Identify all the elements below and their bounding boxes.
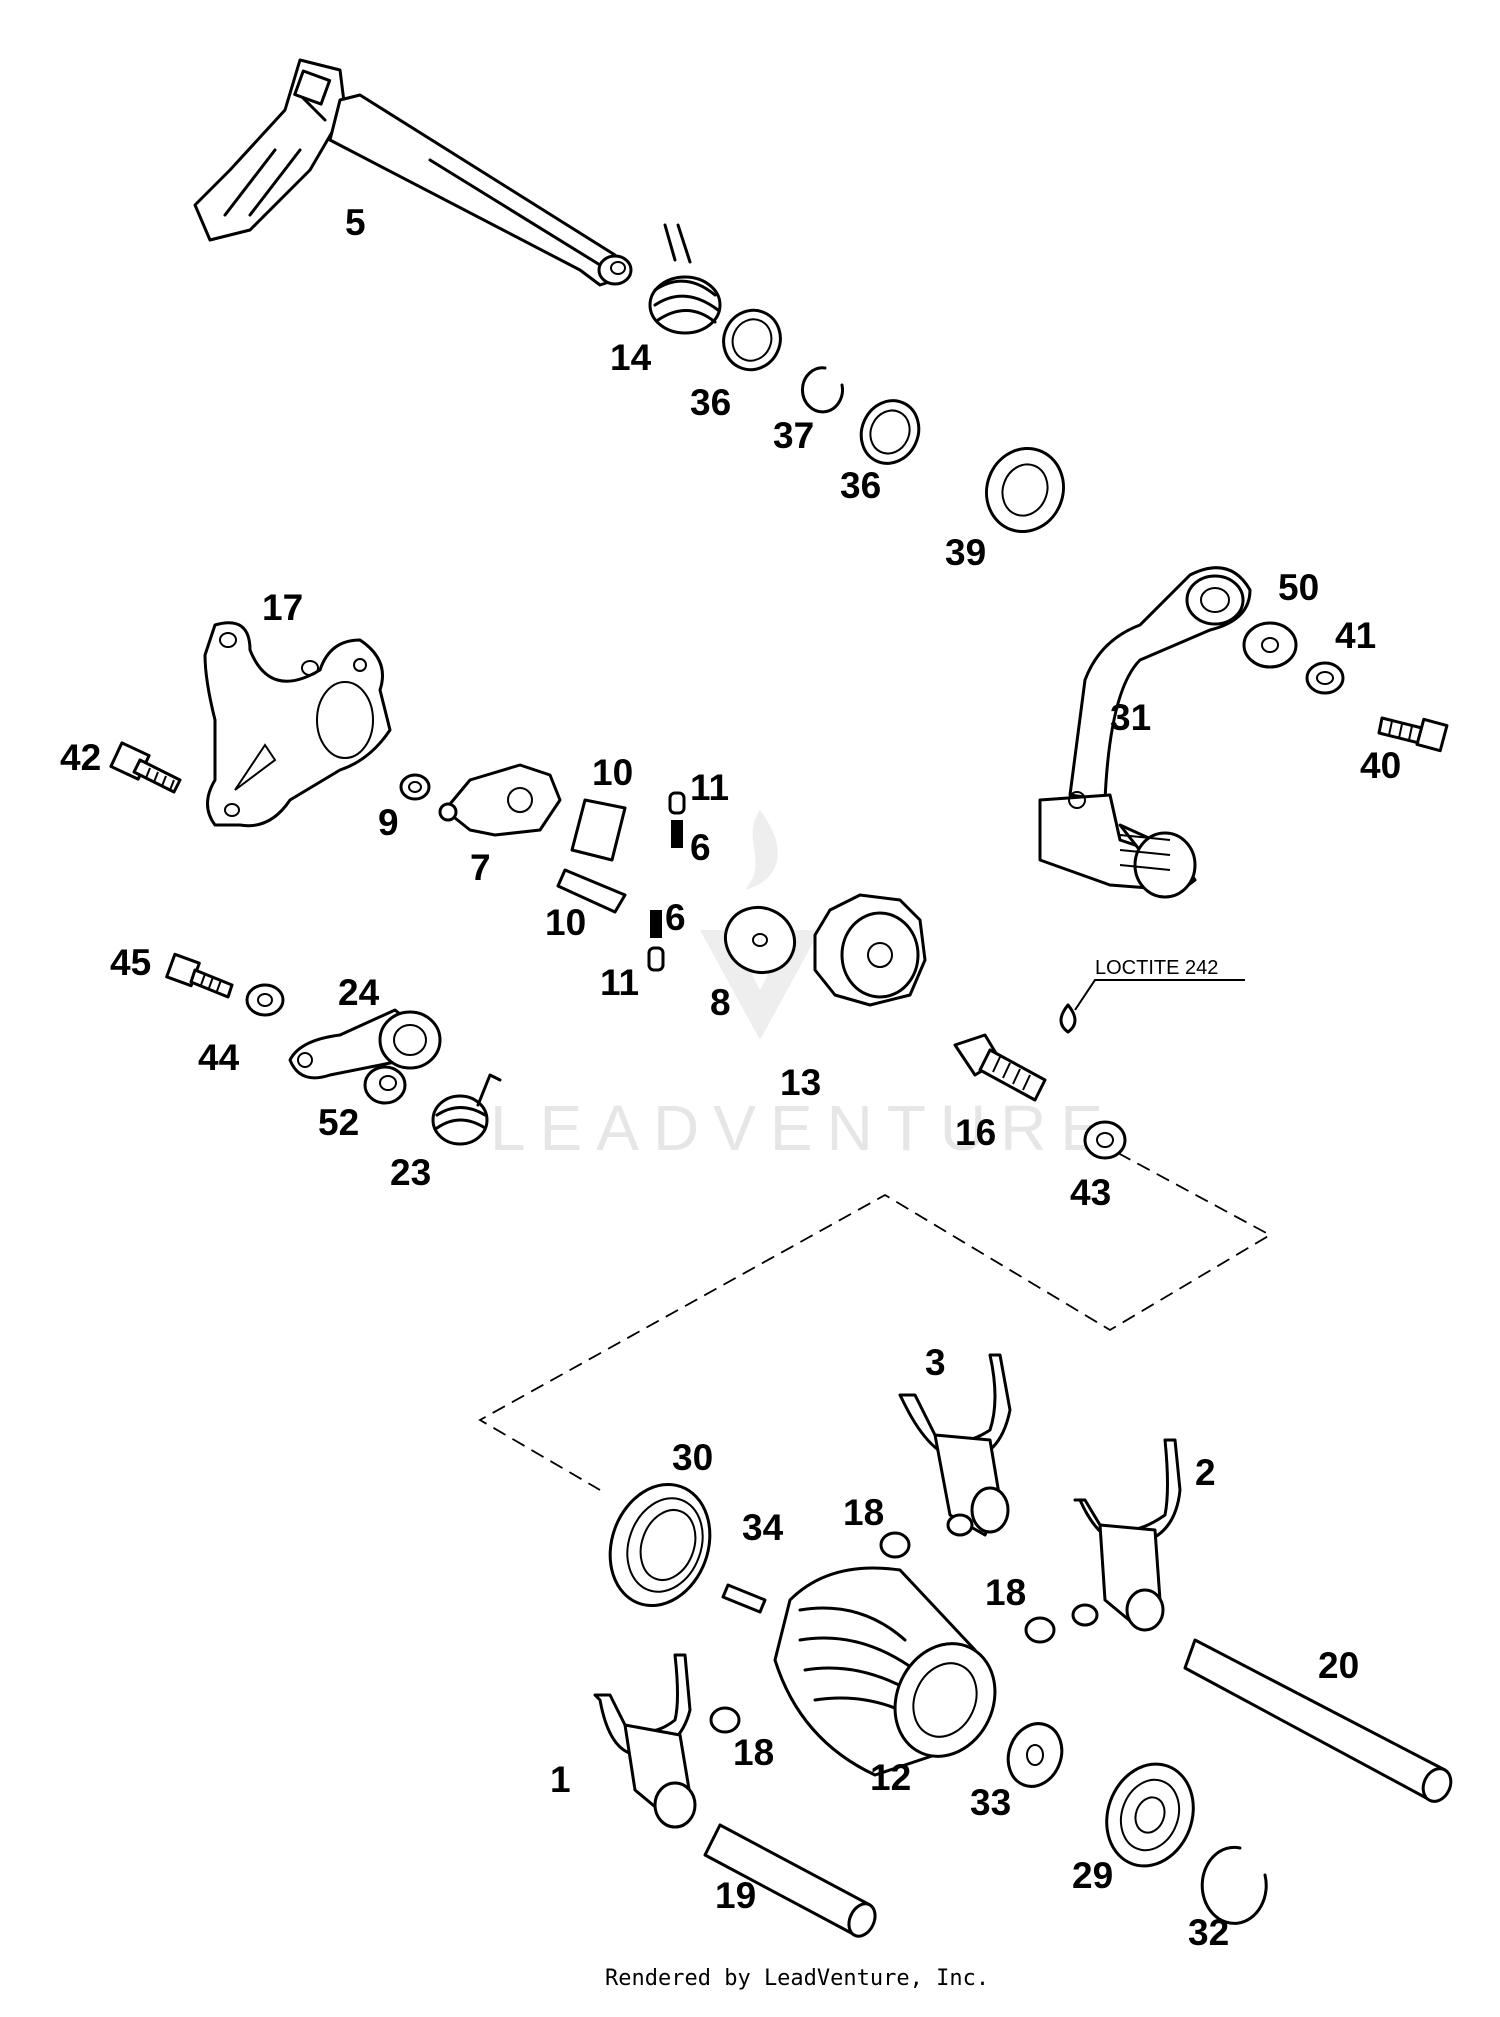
callout-43: 43 (1070, 1172, 1111, 1213)
callout-23: 23 (390, 1152, 431, 1193)
part-20-fork-shaft (1183, 1638, 1453, 1803)
callout-9: 9 (378, 802, 399, 843)
part-8-washer (724, 905, 796, 975)
callout-6b: 6 (665, 897, 686, 938)
callout-2: 2 (1195, 1452, 1216, 1493)
part-34-dowel (721, 1583, 767, 1614)
callout-52: 52 (318, 1102, 359, 1143)
part-30-bearing (608, 1482, 712, 1608)
callout-11a: 11 (690, 767, 729, 808)
callout-18a: 18 (843, 1492, 884, 1533)
part-17-plate (203, 621, 392, 828)
part-23-spring (431, 1073, 502, 1146)
callout-1: 1 (550, 1759, 571, 1800)
callout-3: 3 (925, 1342, 946, 1383)
part-41-lock-washer (1305, 661, 1345, 695)
part-6-spring-a (671, 820, 683, 848)
watermark: LEADVENTURE (490, 810, 1117, 1164)
callout-45: 45 (110, 942, 151, 983)
part-24-lever (288, 1008, 442, 1080)
callout-11b: 11 (600, 962, 639, 1003)
callout-50: 50 (1278, 567, 1319, 608)
part-52-roller (363, 1065, 407, 1105)
part-42-bolt (109, 741, 182, 794)
callout-34: 34 (742, 1507, 784, 1548)
callout-36a: 36 (690, 382, 731, 423)
callout-12: 12 (870, 1757, 911, 1798)
callout-18b: 18 (985, 1572, 1026, 1613)
callout-33: 33 (970, 1782, 1011, 1823)
part-29-bearing (1105, 1762, 1195, 1868)
part-6-spring-b (650, 910, 662, 938)
part-10-pawl-b (556, 868, 627, 914)
part-36-washer-a (722, 308, 782, 372)
part-10-pawl-a (570, 798, 627, 862)
callout-44: 44 (198, 1037, 240, 1078)
part-37-circlip (801, 366, 844, 414)
callout-19: 19 (715, 1875, 756, 1916)
callout-7: 7 (470, 847, 491, 888)
part-40-bolt (1377, 716, 1449, 753)
callout-16: 16 (955, 1112, 996, 1153)
callout-10b: 10 (545, 902, 586, 943)
part-44-washer (245, 983, 285, 1017)
callout-32: 32 (1188, 1912, 1229, 1953)
part-16-bolt: LOCTITE 242 (953, 957, 1245, 1102)
callout-17: 17 (262, 587, 303, 628)
part-32-circlip (1200, 1845, 1268, 1925)
assembly-leader-outline (478, 1152, 1272, 1491)
part-43-washer (1083, 1120, 1127, 1160)
part-1-shift-fork (593, 1653, 697, 1829)
part-11-pin-a (668, 791, 686, 815)
callout-6a: 6 (690, 827, 711, 868)
callout-42: 42 (60, 737, 101, 778)
part-36-washer-b (859, 399, 921, 465)
callout-5: 5 (345, 202, 366, 243)
part-11-pin-b (647, 946, 665, 972)
part-3-shift-fork (898, 1353, 1012, 1537)
part-18-roller-c (709, 1706, 741, 1734)
part-2-shift-fork (1071, 1438, 1182, 1632)
callout-24: 24 (338, 972, 380, 1013)
part-18-roller-a (879, 1531, 911, 1559)
callout-41: 41 (1335, 615, 1376, 656)
part-19-fork-shaft (703, 1823, 877, 1938)
callout-30: 30 (672, 1437, 713, 1478)
callout-29: 29 (1072, 1855, 1113, 1896)
callout-8: 8 (710, 982, 731, 1023)
part-12-shift-drum (773, 1566, 997, 1777)
part-14-spring (648, 223, 722, 335)
callout-10a: 10 (592, 752, 633, 793)
callout-36b: 36 (840, 465, 881, 506)
part-45-bolt (165, 952, 234, 999)
part-13-cam (813, 893, 927, 1007)
callout-18c: 18 (733, 1732, 774, 1773)
callout-20: 20 (1318, 1645, 1359, 1686)
part-31-shift-lever (1038, 566, 1252, 899)
part-39-seal (985, 446, 1065, 534)
callout-39: 39 (945, 532, 986, 573)
callout-40: 40 (1360, 745, 1401, 786)
callout-31: 31 (1110, 697, 1151, 738)
footer-credit: Rendered by LeadVenture, Inc. (605, 1966, 989, 1991)
callout-13: 13 (780, 1062, 821, 1103)
part-7-selector (438, 763, 562, 837)
watermark-logo-icon (700, 810, 820, 1040)
callout-37: 37 (773, 415, 814, 456)
callout-labels: 5 14 36 37 36 39 17 42 9 7 10 11 6 10 6 … (60, 202, 1401, 1953)
callout-14: 14 (610, 337, 652, 378)
part-5-shift-shaft (193, 58, 633, 287)
part-9-washer (399, 773, 431, 801)
part-50-washer (1242, 621, 1298, 669)
watermark-text: LEADVENTURE (490, 1092, 1117, 1164)
loctite-note: LOCTITE 242 (1095, 957, 1218, 979)
part-18-roller-b (1024, 1616, 1056, 1644)
part-33-washer (1006, 1722, 1064, 1788)
